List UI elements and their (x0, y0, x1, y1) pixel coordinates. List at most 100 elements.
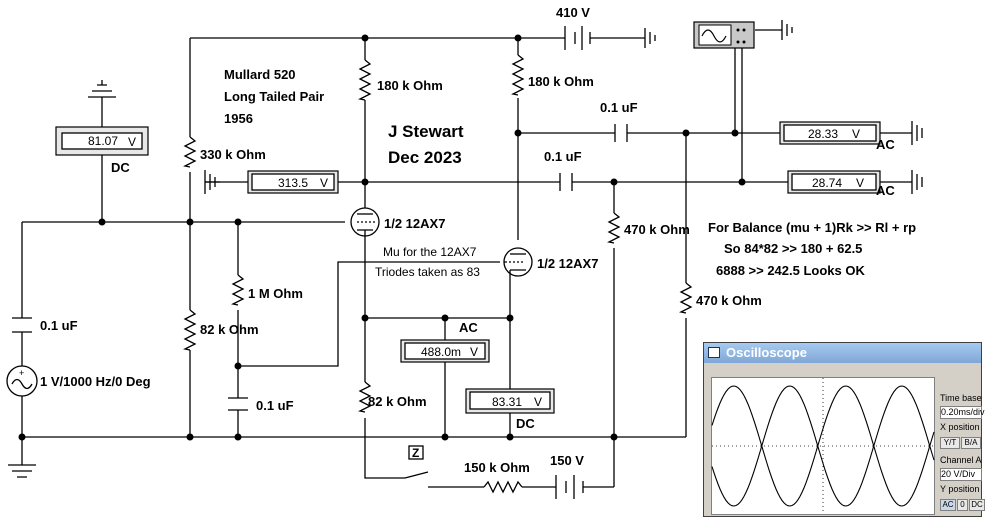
svg-text:V: V (856, 176, 864, 190)
yt-button[interactable]: Y/T (940, 437, 960, 449)
resistors (183, 54, 693, 494)
resistor-180k-right[interactable] (511, 54, 525, 96)
resistor-150k[interactable] (483, 480, 523, 494)
svg-text:0.1 uF: 0.1 uF (544, 149, 582, 164)
meter-3[interactable]: 28.33 V AC (779, 121, 895, 152)
author-label: J Stewart (388, 122, 464, 141)
meter-2[interactable]: 313.5 V (247, 170, 339, 194)
svg-text:0.1 uF: 0.1 uF (256, 398, 294, 413)
ground-main (8, 464, 36, 478)
balance-line1: For Balance (mu + 1)Rk >> Rl + rp (708, 220, 916, 235)
resistor-470k-b[interactable] (679, 282, 693, 314)
title-line2: Long Tailed Pair (224, 89, 324, 104)
svg-text:AC: AC (876, 183, 895, 198)
capacitor-out-bottom[interactable] (559, 173, 573, 191)
svg-text:470 k Ohm: 470 k Ohm (696, 293, 762, 308)
capacitors (12, 124, 628, 411)
trace-a (711, 385, 935, 507)
resistor-180k-left[interactable] (358, 59, 372, 101)
capacitor-input[interactable] (12, 317, 32, 333)
svg-text:V: V (128, 135, 136, 149)
svg-text:DC: DC (111, 160, 130, 175)
ground-m4 (907, 170, 923, 194)
supply-410v-label: 410 V (556, 5, 590, 20)
svg-text:+: + (19, 368, 24, 378)
ba-button[interactable]: B/A (961, 437, 981, 449)
svg-text:83.31: 83.31 (492, 395, 522, 409)
svg-text:DC: DC (516, 416, 535, 431)
mu-note-1: Mu for the 12AX7 (383, 245, 477, 259)
meter-4[interactable]: 28.74 V AC (787, 170, 895, 198)
switch-key-label: Z (412, 446, 419, 460)
timebase-label: Time base (940, 393, 982, 403)
svg-text:150 k Ohm: 150 k Ohm (464, 460, 530, 475)
wires (21, 37, 907, 488)
svg-text:330 k Ohm: 330 k Ohm (200, 147, 266, 162)
meter-1[interactable]: 81.07 V DC (55, 126, 149, 175)
svg-text:AC: AC (876, 137, 895, 152)
title-line1: Mullard 520 (224, 67, 296, 82)
ground-top-right (640, 28, 656, 48)
resistor-330k[interactable] (183, 136, 197, 168)
svg-text:1/2 12AX7: 1/2 12AX7 (537, 256, 598, 271)
ground-meter-top (88, 80, 116, 98)
ground-m3 (907, 121, 923, 145)
ac-button[interactable]: AC (940, 499, 956, 511)
svg-text:1 V/1000 Hz/0 Deg: 1 V/1000 Hz/0 Deg (40, 374, 151, 389)
battery-150v[interactable] (555, 475, 584, 499)
resistor-1m[interactable] (231, 274, 245, 306)
scope-traces (711, 378, 935, 514)
oscilloscope-title: Oscilloscope (726, 345, 807, 360)
svg-text:V: V (470, 345, 478, 359)
meter-6[interactable]: 83.31 V DC (465, 388, 555, 431)
capacitor-grid[interactable] (228, 397, 248, 411)
ac-source[interactable]: + (6, 365, 38, 397)
svg-text:180 k Ohm: 180 k Ohm (377, 78, 443, 93)
trace-b (711, 385, 935, 507)
svg-text:28.33: 28.33 (808, 127, 838, 141)
timebase-field[interactable]: 0.20ms/div (940, 406, 985, 419)
window-icon (708, 347, 720, 358)
svg-text:1/2 12AX7: 1/2 12AX7 (384, 216, 445, 231)
meter-5[interactable]: 488.0m V AC (400, 320, 490, 363)
channel-volts-field[interactable]: 20 V/Div (940, 468, 982, 481)
resistor-82k-tail[interactable] (358, 381, 372, 413)
xpos-label: X position (940, 422, 980, 432)
tube-right[interactable] (503, 247, 533, 277)
resistor-470k-a[interactable] (607, 212, 621, 244)
battery-410v[interactable] (564, 26, 591, 50)
svg-text:AC: AC (459, 320, 478, 335)
svg-text:0.1 uF: 0.1 uF (600, 100, 638, 115)
svg-text:V: V (534, 395, 542, 409)
svg-text:180 k Ohm: 180 k Ohm (528, 74, 594, 89)
channel-label: Channel A (940, 455, 982, 465)
oscilloscope-controls: Time base 0.20ms/div X position Y/T B/A … (937, 373, 985, 518)
svg-text:82 k Ohm: 82 k Ohm (368, 394, 427, 409)
mu-note-2: Triodes taken as 83 (375, 265, 480, 279)
oscilloscope-icon[interactable] (693, 21, 755, 49)
svg-text:V: V (852, 127, 860, 141)
oscilloscope-title-bar[interactable]: Oscilloscope (704, 343, 981, 363)
svg-text:0.1 uF: 0.1 uF (40, 318, 78, 333)
dc-button[interactable]: DC (969, 499, 985, 511)
title-line3: 1956 (224, 111, 253, 126)
tube-left[interactable] (350, 207, 380, 237)
svg-text:1 M Ohm: 1 M Ohm (248, 286, 303, 301)
capacitor-out-top[interactable] (614, 124, 628, 142)
oscilloscope-window[interactable]: Oscilloscope Time base 0.20ms/div X posi… (703, 342, 985, 518)
grounds (8, 20, 923, 478)
supply-150v-label: 150 V (550, 453, 584, 468)
resistor-82k-left[interactable] (183, 309, 197, 351)
svg-text:81.07: 81.07 (88, 134, 118, 148)
junctions (18, 34, 746, 441)
ypos-label: Y position (940, 484, 980, 494)
balance-line3: 6888 >> 242.5 Looks OK (716, 263, 865, 278)
batteries (555, 26, 591, 499)
ground-left-meter (204, 170, 220, 194)
switch[interactable]: Z (404, 445, 429, 479)
svg-text:488.0m: 488.0m (421, 345, 461, 359)
zero-button[interactable]: 0 (957, 499, 968, 511)
labels: 410 V 150 V Mullard 520 Long Tailed Pair… (40, 5, 916, 475)
